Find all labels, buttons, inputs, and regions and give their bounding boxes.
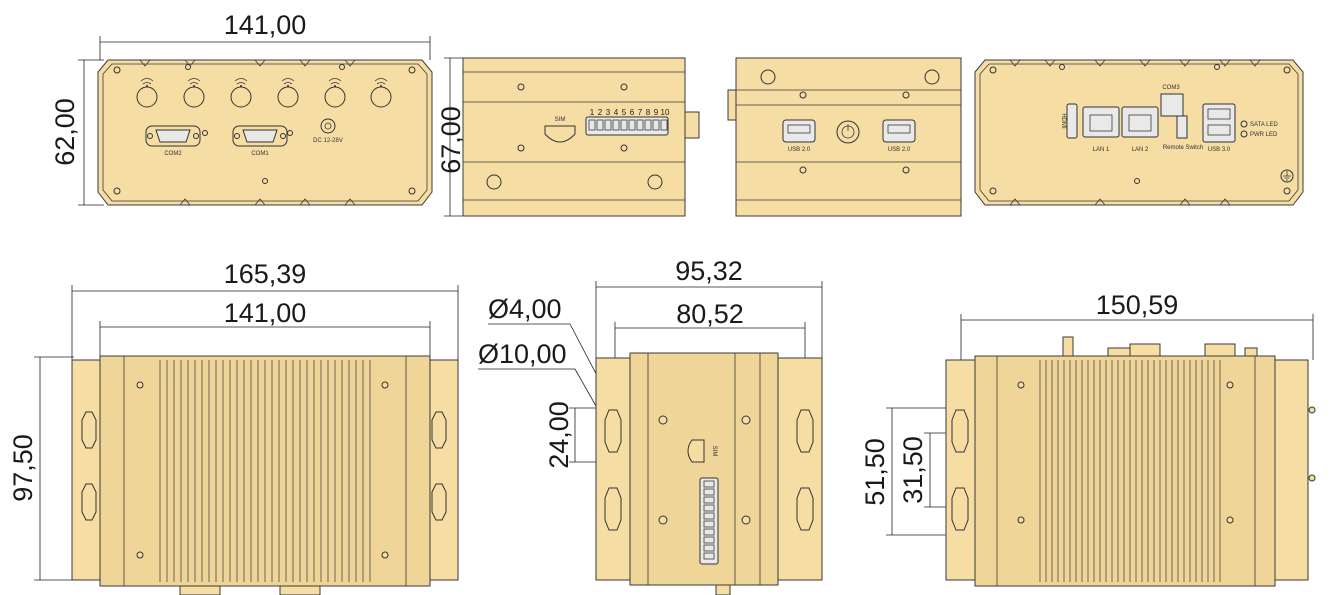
- wifi-icon: [324, 78, 346, 108]
- sata-led-label: SATA LED: [1250, 122, 1278, 128]
- pin-number: 10: [661, 108, 670, 117]
- dim-front-height: 62,00: [50, 98, 80, 166]
- dim-slot-small-dia: Ø4,00: [488, 294, 562, 324]
- dim-slot-large-dia: Ø10,00: [478, 339, 567, 369]
- hdmi-label: HDMI: [1060, 113, 1066, 129]
- dim-bottom-total-width: 165,39: [224, 259, 307, 289]
- sim-slot: SIM: [687, 439, 717, 463]
- heatsink-fins: [1039, 360, 1221, 582]
- mounting-slot: [431, 411, 447, 449]
- dim-slot-spacing: 24,00: [544, 401, 574, 469]
- dim-bottom-depth: 97,50: [8, 434, 38, 502]
- dim-rear-total-width: 150,59: [1096, 290, 1179, 320]
- com3-header: COM3 Remote Switch: [1160, 85, 1203, 151]
- usb-2-left-port: USB 2.0: [782, 119, 816, 153]
- pin-number: 2: [598, 108, 603, 117]
- pin-number: 9: [654, 108, 659, 117]
- pin-number: 5: [622, 108, 627, 117]
- sim-label: SIM: [555, 117, 566, 123]
- dc-input-label: DC 12-28V: [313, 138, 343, 144]
- com2-port: COM2: [145, 125, 201, 157]
- com3-label: COM3: [1162, 85, 1180, 91]
- sim-label-rotated: SIM: [711, 446, 717, 457]
- remote-switch-label: Remote Switch: [1163, 145, 1203, 151]
- mounting-slot: [604, 487, 622, 531]
- usb3-ports: USB 3.0: [1202, 103, 1236, 153]
- heatsink-fins: [159, 360, 371, 582]
- com1-port: COM1: [232, 125, 288, 157]
- rear-fin-view: 150,59 51,50 31,50: [860, 290, 1316, 587]
- mounting-slot: [81, 411, 97, 449]
- usb3-label: USB 3.0: [1208, 147, 1231, 153]
- usb-2-right-port: USB 2.0: [882, 119, 916, 153]
- com1-label: COM1: [251, 151, 269, 157]
- mounting-slot: [604, 409, 622, 453]
- usb-panel-view: USB 2.0 USB 2.0: [727, 57, 962, 217]
- status-leds: SATA LED PWR LED: [1240, 120, 1278, 138]
- mounting-slot: [951, 487, 969, 531]
- pwr-led-label: PWR LED: [1250, 132, 1278, 138]
- front-panel-view: 141,00 62,00: [50, 10, 433, 206]
- mounting-slot: [81, 483, 97, 521]
- wifi-icon: [230, 78, 252, 108]
- pin-number: 6: [630, 108, 635, 117]
- power-button: [836, 120, 860, 144]
- mounting-slot: [951, 409, 969, 453]
- dim-side-total-width: 95,32: [675, 256, 743, 286]
- dc-jack: DC 12-28V: [313, 118, 343, 144]
- wifi-icon: [183, 78, 205, 108]
- mounting-slot: [796, 409, 814, 453]
- com2-label: COM2: [164, 151, 182, 157]
- dip-connector: 1 2 3 4 5 6 7 8 9 10: [585, 108, 670, 136]
- sim-slot: SIM: [544, 117, 576, 143]
- wifi-icon: [136, 78, 158, 108]
- rear-panel-view: HDMI LAN 1 LAN 2 COM3 Remote Switch USB …: [974, 59, 1304, 206]
- lan2-label: LAN 2: [1132, 147, 1149, 153]
- pin-number: 1: [590, 108, 595, 117]
- top-fin-view: 165,39 141,00 97,50: [8, 259, 459, 595]
- lan1-port: LAN 1: [1082, 106, 1120, 153]
- dip-pin-numbers: 1 2 3 4 5 6 7 8 9 10: [590, 108, 670, 117]
- pin-number: 8: [646, 108, 651, 117]
- wifi-icon: [277, 78, 299, 108]
- lan1-label: LAN 1: [1093, 147, 1110, 153]
- dim-front-width: 141,00: [224, 10, 307, 40]
- dim-side-height: 67,00: [436, 106, 466, 174]
- side-bracket-view: 95,32 80,52 Ø4,00 Ø10,00 24,00 SIM: [478, 256, 823, 595]
- wifi-icon: [370, 78, 392, 108]
- mounting-slot: [796, 487, 814, 531]
- dim-rear-slot-outer: 51,50: [860, 438, 890, 506]
- side-panel-view: 67,00 SIM 1 2 3 4: [436, 57, 700, 217]
- pin-number: 4: [614, 108, 619, 117]
- dim-bottom-inner-width: 141,00: [224, 298, 307, 328]
- antenna-row: [136, 78, 392, 108]
- pin-number: 3: [606, 108, 611, 117]
- dim-side-inner-width: 80,52: [676, 299, 744, 329]
- pin-number: 7: [638, 108, 643, 117]
- usb-right-label: USB 2.0: [888, 147, 911, 153]
- lan2-port: LAN 2: [1121, 106, 1159, 153]
- dip-connector: [699, 477, 719, 565]
- hdmi-port: HDMI: [1060, 103, 1078, 139]
- dim-rear-slot-inner: 31,50: [898, 436, 928, 504]
- ground-icon: [1280, 169, 1294, 183]
- mounting-slot: [431, 483, 447, 521]
- usb-left-label: USB 2.0: [788, 147, 811, 153]
